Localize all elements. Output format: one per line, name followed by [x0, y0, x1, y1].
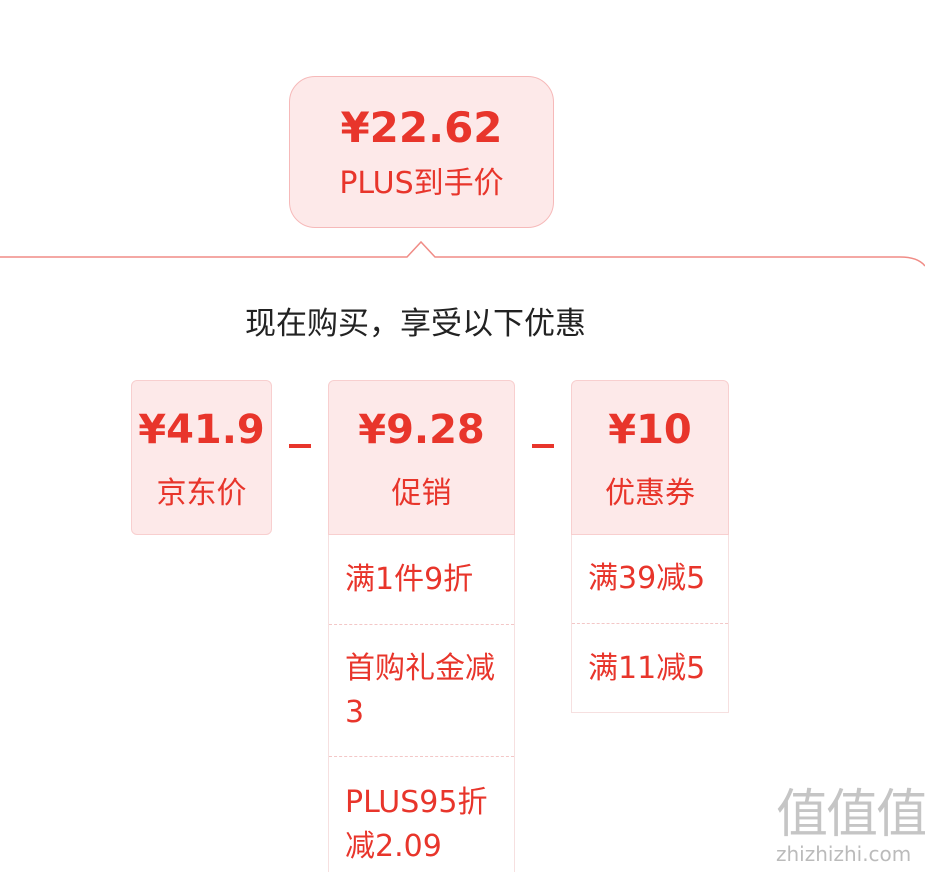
- coupon-detail-item: 满39减5: [572, 535, 728, 624]
- promo-value: ¥9.28: [358, 407, 485, 453]
- divider-with-pointer: [0, 240, 925, 267]
- jd-price-label: 京东价: [156, 476, 247, 511]
- promo-detail-item: 首购礼金减3: [329, 625, 514, 757]
- final-price-label: PLUS到手价: [339, 166, 504, 201]
- coupon-value: ¥10: [608, 407, 692, 453]
- promo-card: ¥9.28 促销: [328, 380, 515, 535]
- coupon-detail-item: 满11减5: [588, 650, 706, 686]
- coupon-detail-list: 满39减5 满11减5: [571, 535, 729, 713]
- coupon-label: 优惠券: [605, 476, 695, 511]
- watermark-url: zhizhizhi.com: [776, 842, 912, 866]
- final-price-value: ¥22.62: [340, 103, 503, 152]
- minus-operator: [289, 444, 311, 448]
- promo-detail-item: 满1件9折: [329, 535, 514, 625]
- jd-price-value: ¥41.9: [138, 407, 265, 453]
- promo-detail-list: 满1件9折 首购礼金减3 PLUS95折减2.09: [328, 535, 515, 872]
- promo-detail-item: PLUS95折减2.09: [345, 785, 488, 864]
- final-price-box: ¥22.62 PLUS到手价: [289, 76, 554, 228]
- coupon-card: ¥10 优惠券: [571, 380, 729, 535]
- jd-price-card: ¥41.9 京东价: [131, 380, 272, 535]
- watermark-glyphs: 值值值: [776, 785, 925, 845]
- minus-operator: [532, 444, 554, 448]
- watermark-logo: 值值值 zhizhizhi.com: [770, 786, 925, 870]
- offers-subtitle: 现在购买，享受以下优惠: [245, 306, 586, 342]
- promo-label: 促销: [391, 476, 452, 511]
